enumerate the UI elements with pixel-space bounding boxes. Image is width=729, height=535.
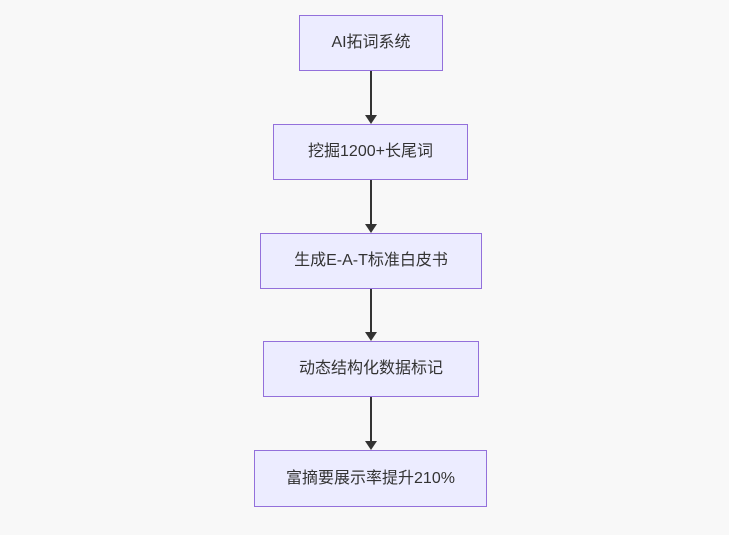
flow-edge-3	[365, 289, 377, 341]
edge-line	[370, 397, 372, 441]
flow-node-ai-expansion-system: AI拓词系统	[299, 15, 443, 71]
flow-node-longtail-keywords: 挖掘1200+长尾词	[273, 124, 468, 180]
flow-node-rich-snippet-rate: 富摘要展示率提升210%	[254, 450, 487, 507]
edge-line	[370, 289, 372, 332]
arrowhead-down-icon	[365, 115, 377, 124]
flow-node-structured-data-markup: 动态结构化数据标记	[263, 341, 479, 397]
flow-edge-2	[365, 180, 377, 233]
flow-node-eat-whitepaper: 生成E-A-T标准白皮书	[260, 233, 482, 289]
arrowhead-down-icon	[365, 441, 377, 450]
flow-edge-1	[365, 71, 377, 124]
arrowhead-down-icon	[365, 332, 377, 341]
flow-edge-4	[365, 397, 377, 450]
edge-line	[370, 180, 372, 224]
arrowhead-down-icon	[365, 224, 377, 233]
edge-line	[370, 71, 372, 115]
